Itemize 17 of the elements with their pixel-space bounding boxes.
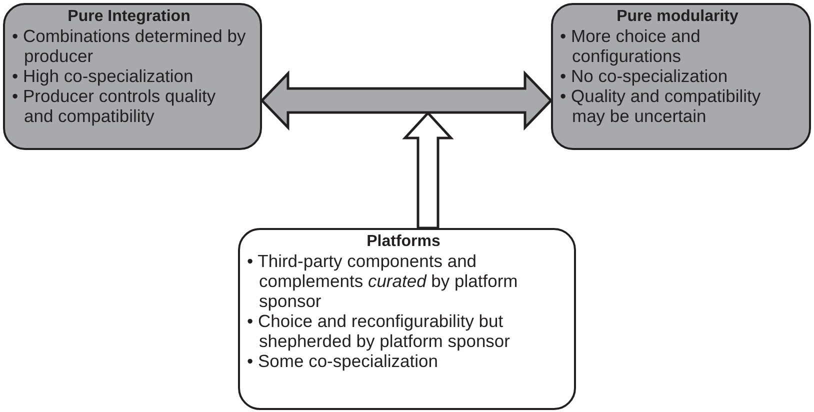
- bullet-item: • Third-party components and complements curated by platform sponsor: [247, 251, 519, 311]
- double-arrow: [260, 70, 553, 131]
- box-heading: Pure Integration: [66, 7, 192, 26]
- bullet-item: • Quality and compatibility may be uncertain: [560, 86, 762, 126]
- rounded-box: [3, 3, 262, 150]
- box-heading: Platforms: [366, 232, 442, 251]
- bullet-item: • Producer controls quality and compatibility: [12, 86, 217, 126]
- rounded-box: [551, 3, 811, 150]
- bullet-item: • No co-specialization: [560, 66, 729, 86]
- bullet-item: • Some co-specialization: [247, 351, 439, 371]
- rounded-box: [238, 228, 576, 410]
- bullet-item: • Combinations determined by producer: [12, 26, 246, 66]
- bullet-item: • High co-specialization: [12, 66, 194, 86]
- bullet-item: • Choice and reconfigurability but shepherded by platform sponsor: [247, 311, 511, 351]
- bullet-item: • More choice and configurations: [560, 26, 702, 66]
- box-heading: Pure modularity: [616, 7, 740, 26]
- block-arrow: [402, 111, 454, 230]
